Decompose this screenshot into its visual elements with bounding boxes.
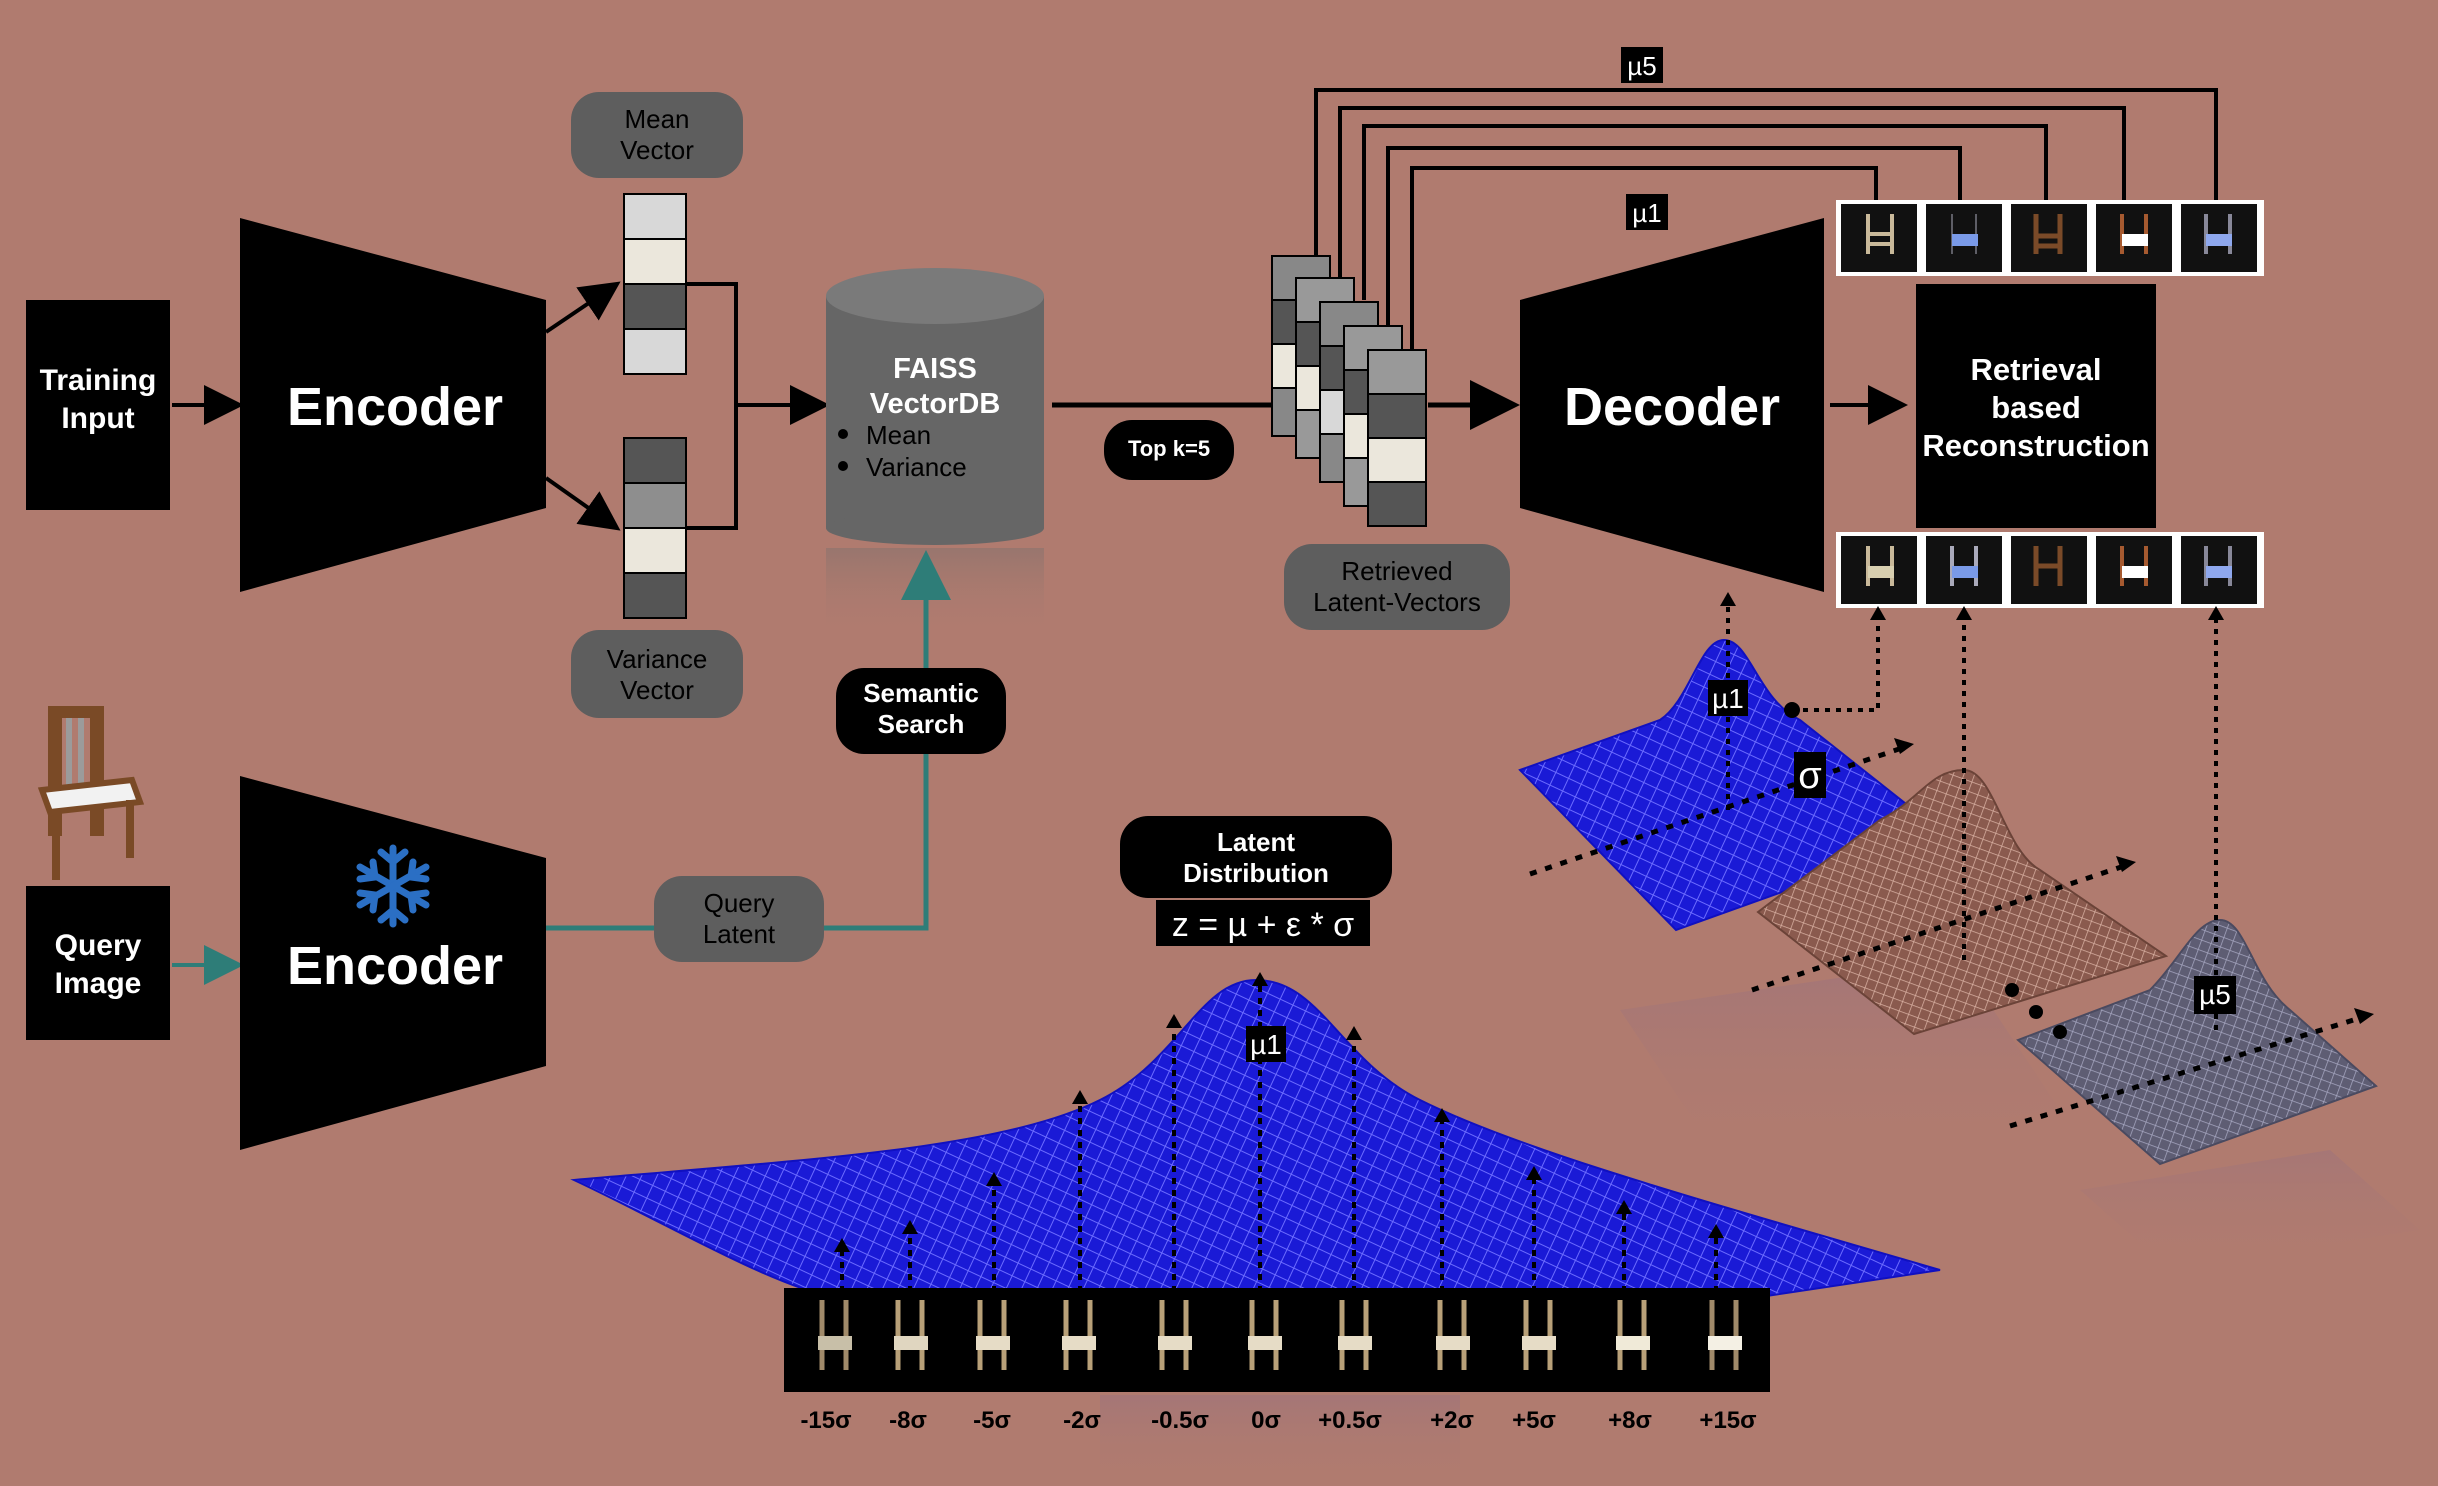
thumbnail-row-top: [1836, 200, 2264, 276]
reconstruction-arrows: [1726, 600, 2218, 1030]
sigma-tick: -15σ: [800, 1407, 851, 1434]
svg-text:FAISS: FAISS: [893, 353, 977, 385]
thumbnail-row-bottom: [1836, 532, 2264, 608]
mu1-right-label: µ1: [1712, 683, 1744, 714]
chair-samples: [818, 1300, 1742, 1370]
sigma-ticks: -15σ -8σ -5σ -2σ -0.5σ 0σ +0.5σ +2σ +5σ …: [800, 1407, 1756, 1434]
formula-box: [1156, 900, 1370, 946]
svg-text:Mean: Mean: [866, 420, 931, 450]
sigma-tick: 0σ: [1251, 1407, 1281, 1434]
mu1-top-label: µ1: [1632, 198, 1661, 228]
svg-text:Variance: Variance: [866, 452, 967, 482]
mu5-right-label: µ5: [2199, 979, 2231, 1010]
semantic-search-pill: [836, 668, 1006, 754]
encoder-frozen: [240, 776, 546, 1150]
variance-vector-cells: [623, 437, 687, 619]
topk-pill: [1104, 420, 1234, 480]
training-input-box: [26, 300, 170, 510]
gaussian-surface-3: [2016, 918, 2378, 1166]
mu1-main-label: µ1: [1250, 1029, 1282, 1060]
decoder: [1520, 218, 1824, 592]
formula: z = µ + ε * σ: [1172, 906, 1354, 944]
sigma-tick: -8σ: [889, 1407, 927, 1434]
sigma-tick: +5σ: [1512, 1407, 1556, 1434]
latent-distribution-pill: [1120, 816, 1392, 898]
mean-vector-cells: [623, 193, 687, 375]
axis-arrows: [1529, 745, 2361, 1129]
faiss-database: FAISS VectorDB Mean Variance: [826, 268, 1044, 638]
sigma-tick: -0.5σ: [1151, 1407, 1209, 1434]
chair-icon: [37, 706, 145, 880]
sigma-tick: +2σ: [1430, 1407, 1474, 1434]
reconstruction-box: [1916, 284, 2156, 528]
encoder-top: [240, 218, 546, 592]
sigma-tick: -5σ: [973, 1407, 1011, 1434]
snowflake-icon: [356, 844, 430, 928]
decoder-label: Decoder: [1564, 377, 1780, 437]
retrieved-pill: [1284, 544, 1510, 630]
sigma-tick: +15σ: [1699, 1407, 1756, 1434]
mu5-top-label: µ5: [1627, 51, 1656, 81]
svg-text:VectorDB: VectorDB: [870, 388, 1001, 420]
sigma-tick: +8σ: [1608, 1407, 1652, 1434]
query-latent-pill: [654, 876, 824, 962]
topk-label: Top k=5: [1128, 436, 1210, 461]
sigma-label: σ: [1798, 755, 1821, 797]
encoder-top-label: Encoder: [287, 377, 503, 437]
sigma-tick: +0.5σ: [1318, 1407, 1382, 1434]
retrieval-connectors: [1314, 88, 2218, 350]
encoder-frozen-label: Encoder: [287, 936, 503, 996]
retrieved-latent-stack: [1271, 255, 1427, 527]
query-image-box: [26, 886, 170, 1040]
sigma-tick: -2σ: [1063, 1407, 1101, 1434]
variance-vector-pill: [571, 630, 743, 718]
mean-vector-pill: [571, 92, 743, 178]
